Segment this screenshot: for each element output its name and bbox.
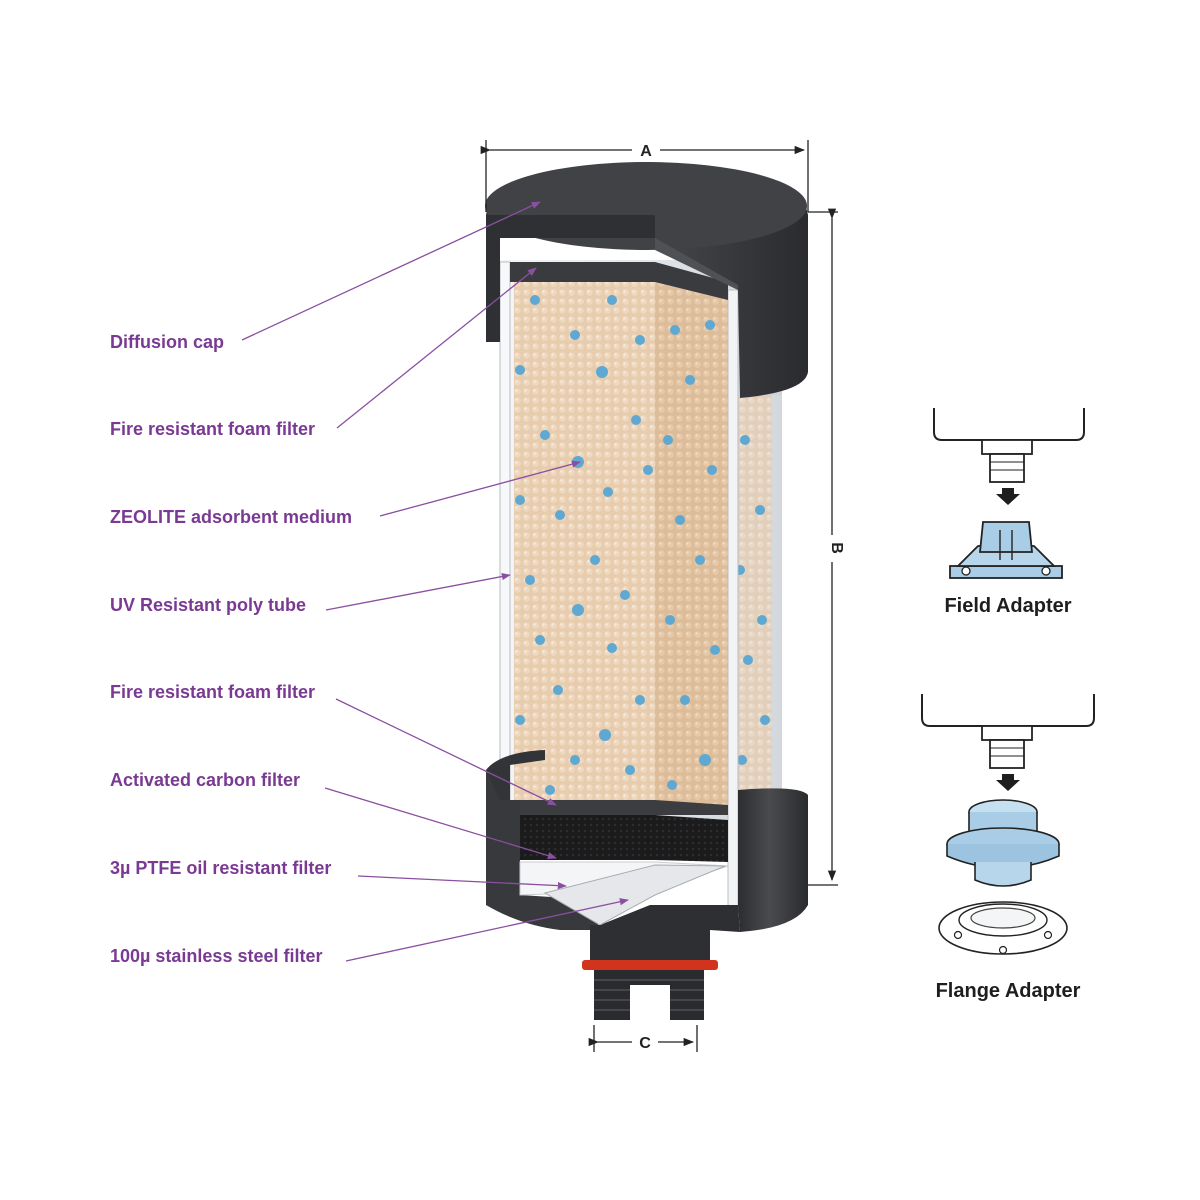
callout-label: Fire resistant foam filter — [110, 419, 315, 439]
callout-poly-tube: UV Resistant poly tube — [110, 572, 511, 615]
top-foam-filter — [510, 262, 728, 300]
activated-carbon-layer — [520, 815, 728, 862]
field-adapter-part — [949, 521, 1063, 579]
bottom-housing — [486, 750, 808, 932]
callout-label: ZEOLITE adsorbent medium — [110, 507, 352, 527]
dimension-c-label: C — [639, 1035, 651, 1052]
callout-top-foam-filter: Fire resistant foam filter — [110, 267, 537, 439]
zeolite-inner-face — [655, 282, 728, 810]
dimension-b: B — [808, 208, 845, 886]
callout-label: Fire resistant foam filter — [110, 682, 315, 702]
diffusion-cap — [485, 162, 808, 398]
callout-diffusion-cap: Diffusion cap — [110, 201, 541, 352]
blue-indicator-beads — [515, 295, 770, 795]
callout-label: Activated carbon filter — [110, 770, 300, 790]
arrow-down-icon — [996, 774, 1020, 791]
callout-label: Diffusion cap — [110, 332, 224, 352]
dimension-c: C — [588, 1025, 698, 1052]
field-adapter-label: Field Adapter — [944, 595, 1071, 617]
callout-label: 3µ PTFE oil resistant filter — [110, 858, 331, 878]
callout-bottom-foam-filter: Fire resistant foam filter — [110, 682, 557, 806]
seal-ring — [582, 960, 718, 970]
tube-wall-left — [499, 261, 511, 823]
callouts: Diffusion cap Fire resistant foam filter… — [110, 201, 629, 966]
callout-label: 100µ stainless steel filter — [110, 946, 322, 966]
field-adapter: Field Adapter — [933, 408, 1085, 617]
dimension-a: A — [480, 140, 809, 212]
outlet-fitting — [582, 925, 718, 1020]
filter-cartridge — [485, 162, 808, 1020]
callout-ptfe-filter: 3µ PTFE oil resistant filter — [110, 858, 567, 890]
callout-label: UV Resistant poly tube — [110, 595, 306, 615]
dimension-a-label: A — [640, 143, 652, 160]
zeolite-medium — [514, 282, 655, 810]
tube-wall-right — [772, 395, 782, 790]
callout-activated-carbon: Activated carbon filter — [110, 770, 557, 860]
flange-adapter-part — [938, 799, 1068, 955]
tube-wall-inner — [727, 289, 739, 911]
flange-adapter: Flange Adapter — [921, 694, 1095, 1002]
callout-zeolite: ZEOLITE adsorbent medium — [110, 460, 581, 527]
arrow-down-icon — [996, 488, 1020, 505]
flange-adapter-label: Flange Adapter — [936, 980, 1081, 1002]
callout-stainless-filter: 100µ stainless steel filter — [110, 898, 629, 966]
stainless-steel-filter — [543, 864, 726, 926]
dimension-b-label: B — [828, 542, 845, 554]
bottom-foam-filter — [520, 800, 728, 815]
